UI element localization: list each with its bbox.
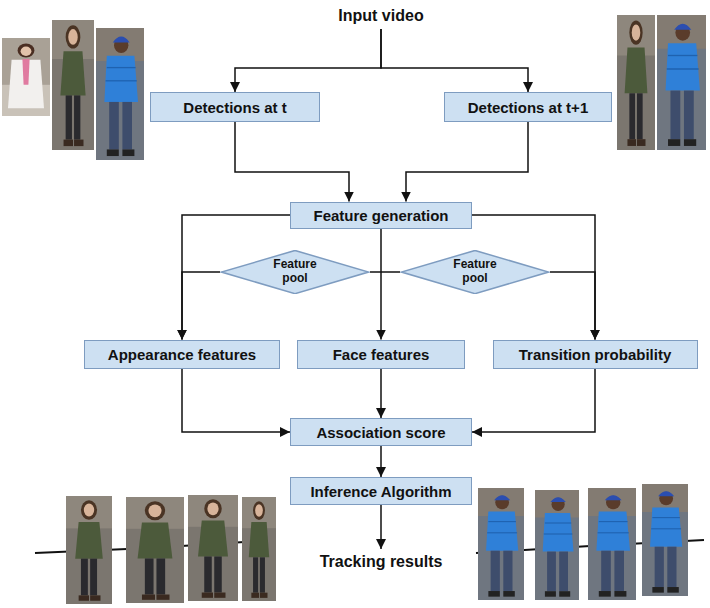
decision-diamond: Feature pool	[220, 250, 370, 294]
input-label: Input video	[335, 6, 426, 26]
flow-arrow	[380, 369, 382, 419]
process-box: Appearance features	[84, 340, 280, 369]
flow-arrow	[381, 29, 528, 92]
node-text: Tracking results	[320, 553, 443, 571]
process-box: Association score	[290, 418, 472, 446]
node-text: Input video	[338, 7, 423, 25]
process-box: Detections at t	[150, 92, 320, 122]
output-label: Tracking results	[317, 552, 446, 572]
node-text: Feature pool	[267, 258, 323, 286]
flow-arrow	[380, 505, 382, 549]
flow-arrow	[406, 122, 528, 202]
flow-arrow	[182, 369, 290, 433]
node-text: Detections at t+1	[468, 99, 588, 116]
node-text: Appearance features	[108, 346, 256, 363]
node-text: Inference Algorithm	[310, 483, 451, 500]
node-text: Detections at t	[183, 99, 286, 116]
process-box: Transition probability	[493, 340, 698, 369]
process-box: Detections at t+1	[444, 92, 612, 122]
flow-arrow	[472, 369, 595, 433]
process-box: Feature generation	[290, 202, 472, 229]
flow-arrow	[235, 122, 349, 202]
flow-arrow	[380, 229, 382, 340]
decision-diamond: Feature pool	[400, 250, 550, 294]
process-box: Inference Algorithm	[290, 477, 472, 505]
node-text: Association score	[316, 424, 445, 441]
flow-arrow	[235, 29, 381, 92]
flow-arrow	[182, 272, 220, 340]
process-box: Face features	[297, 340, 465, 369]
node-text: Transition probability	[519, 346, 672, 363]
node-text: Feature pool	[447, 258, 503, 286]
node-text: Face features	[333, 346, 430, 363]
flow-arrow	[380, 446, 382, 477]
flow-arrow	[550, 272, 595, 340]
node-text: Feature generation	[313, 207, 448, 224]
